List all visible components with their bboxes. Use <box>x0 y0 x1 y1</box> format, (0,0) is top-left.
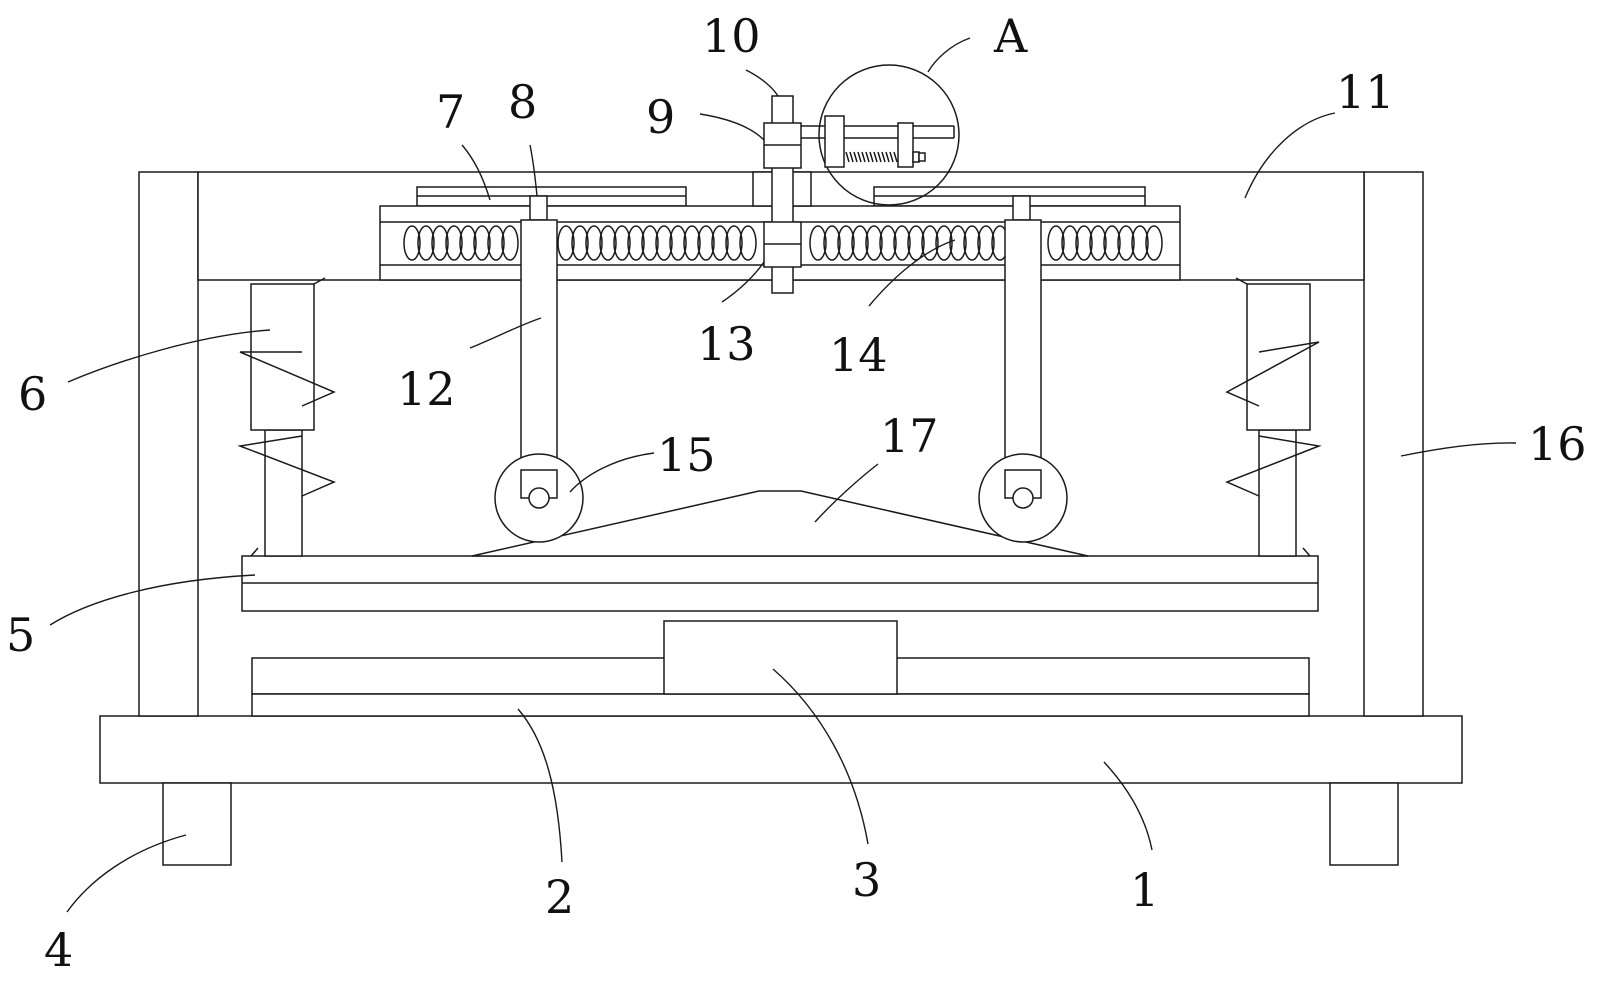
callout-2: 2 <box>545 870 574 924</box>
roller-right <box>979 454 1067 542</box>
foot-right <box>1330 783 1398 865</box>
hanging-arm-left <box>521 220 557 490</box>
detail-thread-tick <box>882 152 885 162</box>
detail-thread-tick <box>886 152 889 162</box>
callout-17: 17 <box>880 409 939 463</box>
callout-10: 10 <box>702 9 761 63</box>
roller-left <box>495 454 583 542</box>
lower-rail-base <box>252 694 1309 716</box>
callout-4: 4 <box>44 923 73 977</box>
detail-thread-tick <box>846 152 849 162</box>
callout-6: 6 <box>18 367 47 421</box>
callout-8: 8 <box>508 75 537 129</box>
detail-thread-tick <box>854 152 857 162</box>
detail-thread-tick <box>850 152 853 162</box>
leader-A <box>928 38 970 72</box>
frame-column-left <box>139 172 198 716</box>
hanging-arm-right <box>1005 220 1041 490</box>
leader-9 <box>700 114 764 140</box>
leader-15 <box>570 453 654 492</box>
callout-16: 16 <box>1528 417 1587 471</box>
detail-thread-tick <box>894 152 897 162</box>
slider-block <box>664 621 897 694</box>
callout-11: 11 <box>1336 65 1395 119</box>
detail-thread-tick <box>866 152 869 162</box>
pin-right <box>1013 196 1030 220</box>
detail-thread-tick <box>858 152 861 162</box>
foot-left <box>163 783 231 865</box>
detail-thread-tick <box>862 152 865 162</box>
callout-5: 5 <box>6 608 35 662</box>
detail-thread-tick <box>870 152 873 162</box>
callout-A: A <box>993 9 1028 63</box>
callout-12: 12 <box>397 362 456 416</box>
frame-column-right <box>1364 172 1423 716</box>
callout-14: 14 <box>829 328 888 382</box>
callout-7: 7 <box>436 85 465 139</box>
spring-support-left <box>240 278 334 556</box>
spring-support-right <box>1227 278 1319 556</box>
detail-thread-tick <box>890 152 893 162</box>
detail-thread-tick <box>878 152 881 162</box>
callout-9: 9 <box>646 90 675 144</box>
callout-13: 13 <box>697 317 756 371</box>
callout-3: 3 <box>852 853 881 907</box>
detail-thread-tick <box>874 152 877 162</box>
callout-1: 1 <box>1130 863 1159 917</box>
leader-10 <box>746 70 778 96</box>
callout-15: 15 <box>657 428 716 482</box>
base-plate <box>100 716 1462 783</box>
pin-left <box>530 196 547 220</box>
